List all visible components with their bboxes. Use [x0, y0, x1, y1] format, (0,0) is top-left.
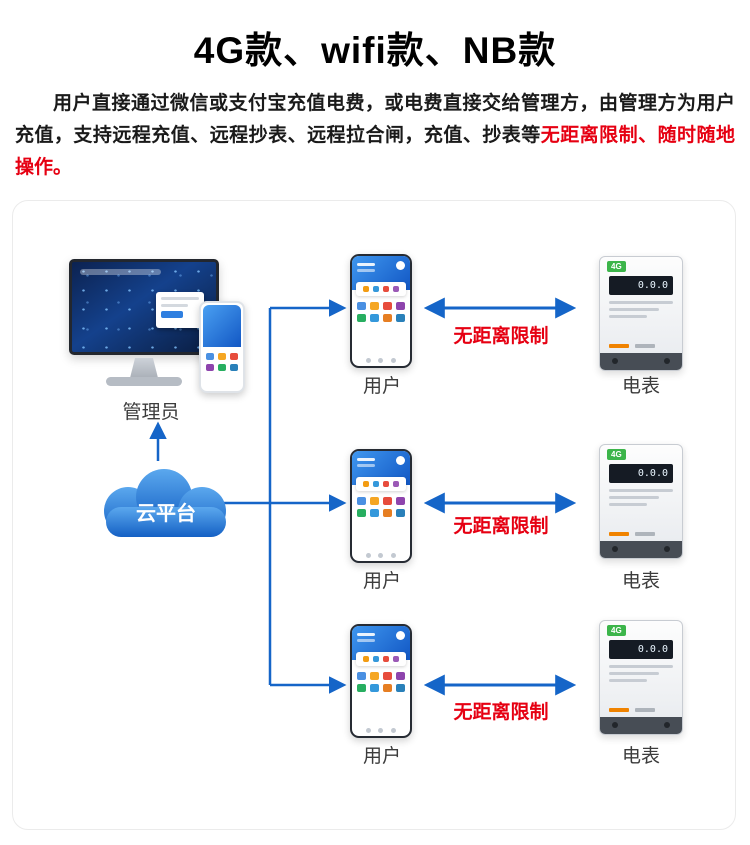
electric-meter-1: 4G 0.0.0: [599, 256, 683, 371]
meter-brand-mark: [609, 708, 629, 712]
avatar-icon: [396, 456, 405, 465]
phone-nav-bar: [352, 358, 410, 363]
meter-terminal-cover: [600, 541, 682, 558]
meter-label-3: 电表: [621, 746, 660, 767]
user-phone-1: [350, 254, 412, 368]
user-label-1: 用户: [362, 376, 401, 397]
meter-lcd-display: 0.0.0: [609, 640, 673, 659]
meter-brand-mark: [609, 532, 629, 536]
meter-label-text: [609, 489, 673, 510]
meter-label-2: 电表: [621, 571, 660, 592]
phone-nav-bar: [352, 553, 410, 558]
cloud-shape: [104, 469, 226, 537]
no-distance-limit-label-1: 无距离限制: [453, 326, 549, 347]
user-phone-3: [350, 624, 412, 738]
meter-brand-mark: [609, 344, 629, 348]
monitor-stand: [130, 358, 158, 378]
meter-lcd-display: 0.0.0: [609, 464, 673, 483]
intro-text: 用户直接通过微信或支付宝充值电费，或电费直接交给管理方，由管理方为用户充值，支持…: [15, 88, 735, 184]
no-distance-limit-label-2: 无距离限制: [453, 516, 549, 537]
intro-main-text: 用户直接通过微信或支付宝充值电费，或电费直接交给管理方，由管理方为用户充值，支持…: [15, 93, 735, 146]
connector-arrows: [149, 297, 577, 696]
diagram-panel: 管理员 云平台: [12, 200, 736, 830]
avatar-icon: [396, 261, 405, 270]
meter-label-1: 电表: [621, 376, 660, 397]
phone-header-text-lines: [357, 633, 375, 636]
admin-monitor: [69, 259, 219, 355]
phone-app-grid: [352, 497, 410, 517]
phone-quick-icons: [356, 652, 406, 666]
meter-lcd-display: 0.0.0: [609, 276, 673, 295]
cloud-label: 云平台: [136, 501, 196, 525]
electric-meter-2: 4G 0.0.0: [599, 444, 683, 559]
phone-nav-bar: [352, 728, 410, 733]
user-label-2: 用户: [362, 571, 401, 592]
meter-4g-badge: 4G: [607, 625, 626, 636]
meter-4g-badge: 4G: [607, 449, 626, 460]
phone-app-grid: [352, 672, 410, 692]
phone-header-text-lines: [357, 458, 375, 461]
phone-header-text-lines: [357, 263, 375, 266]
phone-app-grid: [352, 302, 410, 322]
admin-phone-app-grid: [206, 353, 238, 371]
admin-phone: [199, 301, 245, 393]
monitor-app-titlebar: [80, 269, 161, 275]
phone-quick-icons: [356, 477, 406, 491]
avatar-icon: [396, 631, 405, 640]
popup-button: [161, 311, 183, 318]
admin-phone-header: [203, 305, 241, 347]
meter-label-text: [609, 301, 673, 322]
meter-terminal-cover: [600, 353, 682, 370]
no-distance-limit-label-3: 无距离限制: [453, 702, 549, 723]
page-title: 4G款、wifi款、NB款: [193, 30, 557, 71]
admin-label: 管理员: [122, 402, 180, 423]
monitor-base: [106, 377, 182, 386]
user-phone-2: [350, 449, 412, 563]
user-label-3: 用户: [362, 746, 401, 767]
electric-meter-3: 4G 0.0.0: [599, 620, 683, 735]
meter-4g-badge: 4G: [607, 261, 626, 272]
cloud-platform: 云平台: [96, 463, 236, 541]
meter-label-text: [609, 665, 673, 686]
phone-quick-icons: [356, 282, 406, 296]
meter-terminal-cover: [600, 717, 682, 734]
intro-highlight: 无距离限制、随时随地操作。: [15, 124, 735, 178]
monitor-popup-window: [156, 292, 204, 328]
